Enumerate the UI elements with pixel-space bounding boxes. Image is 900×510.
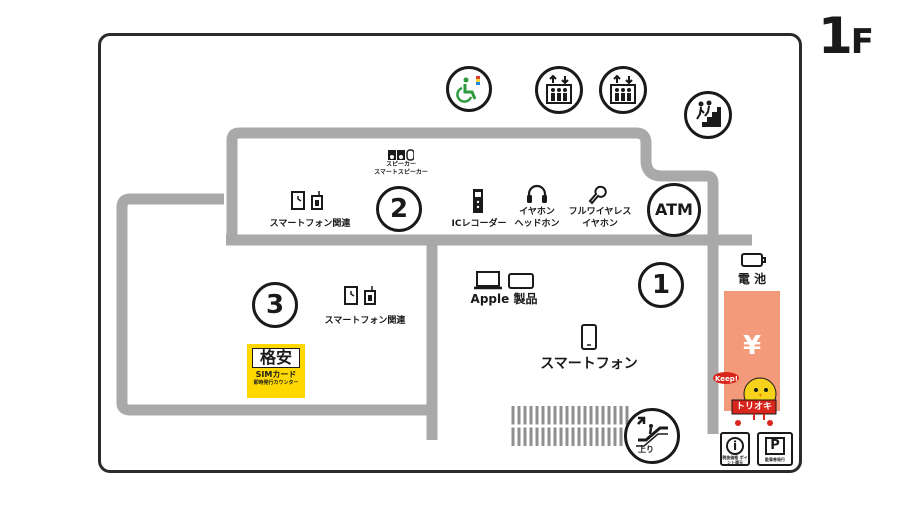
floor-suffix: F: [850, 22, 874, 62]
floor-frame: [98, 33, 802, 473]
floor-number: 1: [818, 7, 853, 65]
zone-number-1: 1: [638, 262, 684, 308]
parking-icon: P: [765, 437, 785, 455]
apple-devices-icon: [474, 270, 538, 294]
smartphone-accessory-icon: [343, 285, 379, 311]
smartphone-accessory-icon: [290, 190, 326, 216]
elevator-icon: [535, 66, 583, 114]
battery-label: 電 池: [737, 272, 767, 286]
smart-speaker-label: スマートスピーカー: [374, 169, 428, 176]
toriomaki-label: トリオキ: [735, 402, 772, 412]
information-icon: i: [726, 437, 744, 455]
corridor-upper: [226, 127, 719, 434]
smartphone-icon: [580, 323, 598, 355]
yen-sign: ¥: [742, 331, 762, 361]
ic-recorder-label: ICレコーダー: [451, 219, 507, 229]
zone-number-2: 2: [376, 186, 422, 232]
zone-number-3: 3: [252, 282, 298, 328]
escalator-up-label: 上り: [638, 445, 654, 454]
wireless-earphone-icon: [588, 184, 610, 210]
floor-label: 1F: [818, 6, 874, 72]
parking-label: 駐車券発行: [765, 457, 785, 462]
atm-label: ATM: [655, 200, 693, 219]
mascot-sign: Keep! トリオキ: [712, 366, 788, 430]
sim-title: 格安: [252, 348, 300, 368]
speaker-label: スピーカー: [386, 161, 417, 168]
information-box: i 税抜価格 ポイント還元: [720, 432, 750, 466]
ic-recorder-icon: [472, 188, 484, 218]
smartphone-related-label-2: スマートフォン関連: [269, 219, 351, 229]
wheelchair-icon: [446, 66, 492, 112]
stairs-icon: [684, 91, 732, 139]
atm-circle: ATM: [647, 183, 701, 237]
earphone-label-1: イヤホン: [519, 207, 555, 217]
smartphone-related-label-3: スマートフォン関連: [324, 316, 406, 326]
keep-badge: Keep!: [715, 375, 738, 383]
escalator-icon: [624, 408, 680, 464]
apple-products-label: Apple 製品: [470, 292, 538, 306]
information-label: 税抜価格 ポイント還元: [722, 455, 748, 465]
elevator-icon: [599, 66, 647, 114]
smartphone-label: スマートフォン: [540, 356, 638, 372]
wireless-earphone-label-1: フルワイヤレス: [568, 207, 632, 217]
headphone-icon: [526, 184, 548, 208]
wireless-earphone-label-2: イヤホン: [582, 219, 618, 229]
earphone-label-2: ヘッドホン: [514, 219, 560, 229]
sim-subtitle: SIMカード: [255, 370, 297, 379]
parking-box: P 駐車券発行: [757, 432, 793, 466]
sim-card-sign: 格安 SIMカード 即時発行カウンター: [247, 344, 305, 398]
sim-counter-label: 即時発行カウンター: [253, 380, 299, 386]
battery-icon: [740, 250, 766, 274]
